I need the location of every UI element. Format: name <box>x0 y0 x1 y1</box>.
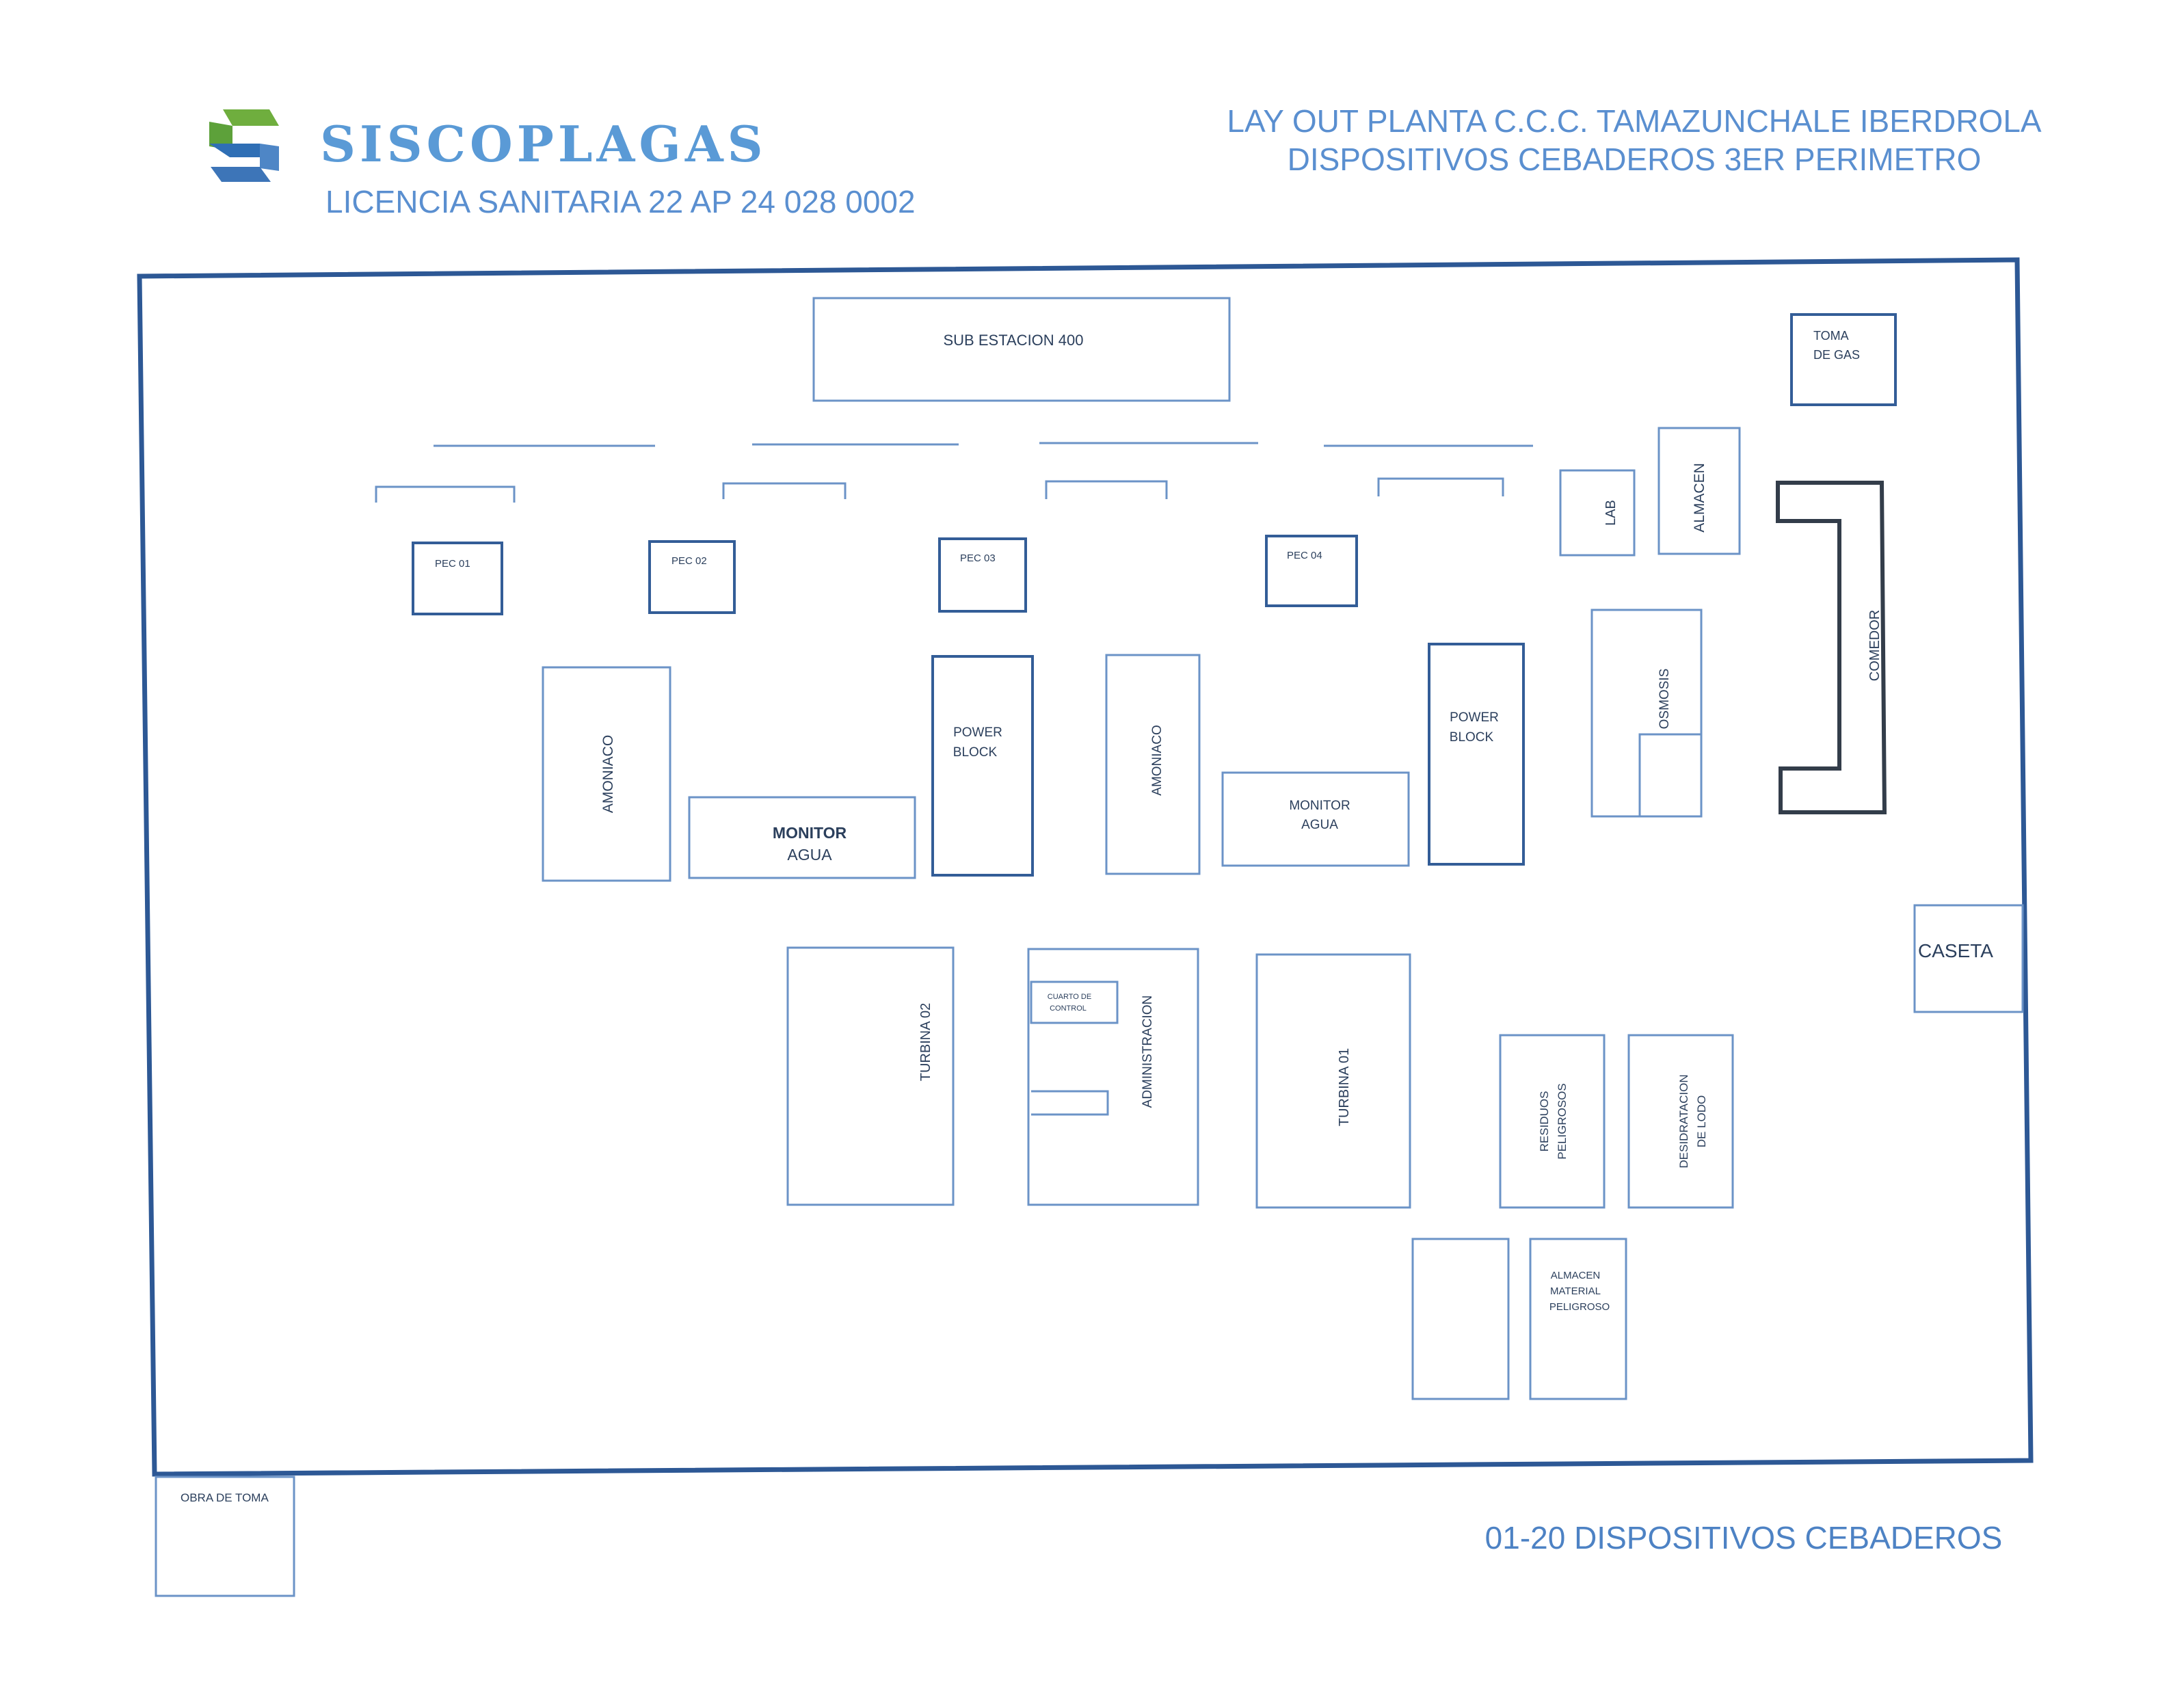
power-block-2-building <box>1428 643 1525 866</box>
bracket-structure <box>722 482 847 499</box>
bracket-structure <box>375 485 516 503</box>
pec-01-building <box>412 542 503 615</box>
power-block-2-label-a: POWER <box>1450 710 1499 725</box>
monitor-agua-2-building <box>1221 771 1410 867</box>
caseta-building <box>1913 904 2024 1013</box>
toma-gas-building <box>1790 313 1897 406</box>
administracion-building <box>1027 948 1199 1206</box>
bracket-structure <box>1045 480 1168 499</box>
cuarto-control-room <box>1030 980 1119 1024</box>
power-block-2-label-b: BLOCK <box>1450 730 1494 745</box>
almacen-material-label-3: PELIGROSO <box>1549 1301 1610 1313</box>
monitor-agua-1-label-a: MONITOR <box>773 824 847 842</box>
amoniaco-1-building <box>542 666 671 882</box>
turbina-02-building <box>786 946 955 1206</box>
pec-01-label: PEC 01 <box>435 558 470 570</box>
cuarto-control-label-1: CUARTO DE <box>1048 993 1091 1001</box>
almacen-material-label-2: MATERIAL <box>1550 1285 1601 1297</box>
sub-estacion-building <box>812 297 1231 402</box>
turbina-02-label: TURBINA 02 <box>918 1003 933 1081</box>
brand-name: SISCOPLAGAS <box>320 115 767 173</box>
license-text: LICENCIA SANITARIA 22 AP 24 028 0002 <box>325 184 916 219</box>
lab-label: LAB <box>1603 500 1619 526</box>
admin-interior-wall <box>1031 1090 1109 1116</box>
site-perimeter <box>137 257 2034 1477</box>
almacen-material-label-1: ALMACEN <box>1551 1270 1601 1281</box>
lab-building <box>1559 469 1636 557</box>
pec-03-label: PEC 03 <box>960 552 996 564</box>
amoniaco-1-label: AMONIACO <box>600 735 616 813</box>
turbina-01-building <box>1255 953 1411 1209</box>
almacen-label: ALMACEN <box>1692 463 1707 533</box>
pec-03-building <box>938 537 1027 613</box>
desidratacion-label-1: DESIDRATACION <box>1677 1074 1690 1168</box>
residuos-peligrosos-building <box>1499 1034 1606 1209</box>
devices-legend: 01-20 DISPOSITIVOS CEBADEROS <box>1484 1520 2003 1556</box>
amoniaco-2-building <box>1105 654 1201 875</box>
almacen-building <box>1657 427 1741 555</box>
desidratacion-label-2: DE LODO <box>1695 1095 1708 1148</box>
cuarto-control-label-2: CONTROL <box>1050 1004 1087 1013</box>
pec-02-building <box>648 540 736 614</box>
turbina-01-label: TURBINA 01 <box>1337 1048 1352 1126</box>
sub-estacion-label: SUB ESTACION 400 <box>944 332 1084 349</box>
residuos-label-2: PELIGROSOS <box>1556 1083 1569 1159</box>
osmosis-inner-building <box>1638 733 1703 818</box>
monitor-agua-1-building <box>688 796 916 879</box>
monitor-agua-2-label-a: MONITOR <box>1289 799 1350 813</box>
comedor-label: COMEDOR <box>1867 610 1882 681</box>
osmosis-label: OSMOSIS <box>1657 669 1672 730</box>
caseta-label: CASETA <box>1918 940 1993 961</box>
power-block-1-label-a: POWER <box>953 725 1002 740</box>
osmosis-building <box>1590 609 1703 818</box>
power-block-1-building <box>931 655 1034 877</box>
toma-gas-label-2: DE GAS <box>1813 348 1860 362</box>
monitor-agua-2-label-b: AGUA <box>1301 818 1338 832</box>
unlabeled-building <box>1411 1238 1510 1400</box>
pec-02-label: PEC 02 <box>671 555 707 567</box>
monitor-agua-1-label-b: AGUA <box>787 846 832 864</box>
pec-04-label: PEC 04 <box>1287 550 1322 561</box>
layout-title: LAY OUT PLANTA C.C.C. TAMAZUNCHALE IBERD… <box>1227 103 2042 139</box>
obra-de-toma-building <box>155 1476 295 1597</box>
almacen-material-peligroso-building <box>1529 1238 1627 1400</box>
residuos-label-1: RESIDUOS <box>1538 1091 1551 1152</box>
s-logo-icon <box>209 109 279 182</box>
power-block-1-label-b: BLOCK <box>953 745 998 760</box>
administracion-label: ADMINISTRACION <box>1141 996 1155 1108</box>
desidratacion-lodo-building <box>1627 1034 1734 1209</box>
layout-subtitle: DISPOSITIVOS CEBADEROS 3ER PERIMETRO <box>1287 142 1982 177</box>
bracket-structure <box>1377 477 1504 496</box>
toma-gas-label-1: TOMA <box>1813 329 1849 343</box>
obra-de-toma-label: OBRA DE TOMA <box>181 1491 269 1504</box>
pec-04-building <box>1265 535 1358 607</box>
comedor-building <box>1776 481 1887 814</box>
amoniaco-2-label: AMONIACO <box>1150 725 1164 795</box>
